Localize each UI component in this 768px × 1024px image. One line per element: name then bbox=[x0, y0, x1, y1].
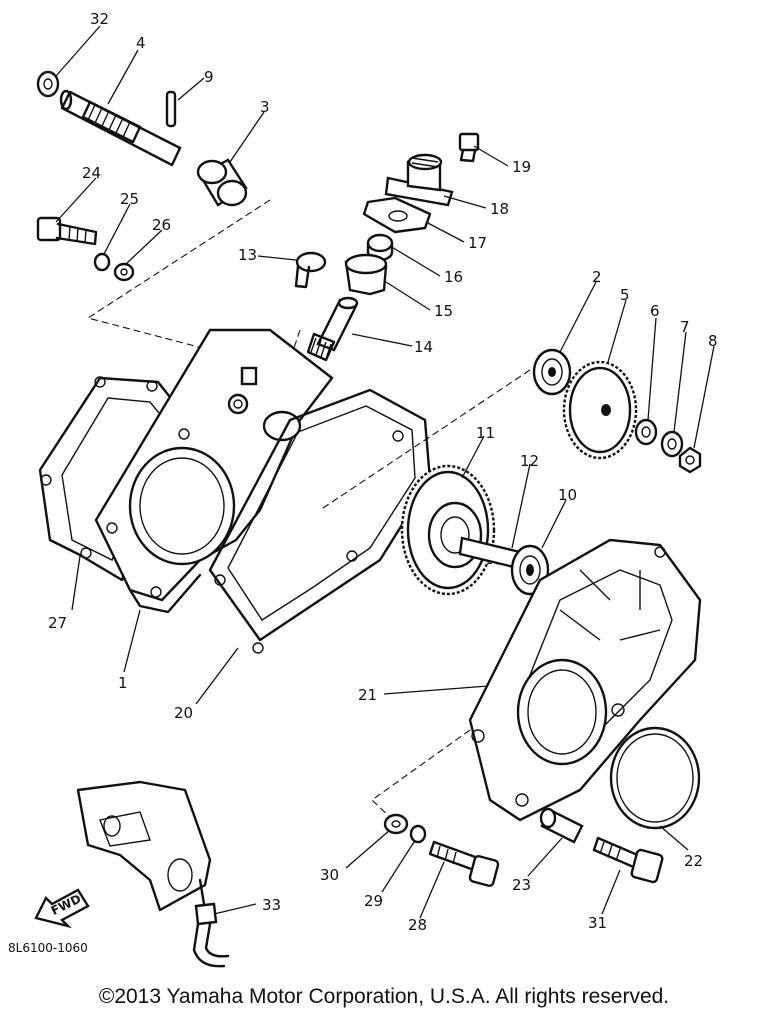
callout-30: 30 bbox=[320, 866, 339, 884]
pin-9 bbox=[165, 90, 177, 128]
washer-32 bbox=[36, 70, 60, 98]
callout-3: 3 bbox=[260, 98, 270, 116]
bolt-28 bbox=[428, 840, 500, 887]
washer-6 bbox=[634, 418, 658, 446]
part-code: 8L6100-1060 bbox=[8, 941, 88, 955]
callout-15: 15 bbox=[434, 302, 453, 320]
lock-washer-29 bbox=[409, 824, 427, 844]
fwd-arrow-icon: FWD bbox=[34, 888, 90, 929]
callout-7: 7 bbox=[680, 318, 690, 336]
bolt-31 bbox=[592, 836, 664, 884]
washer-30 bbox=[383, 813, 409, 835]
bushing-15 bbox=[344, 253, 388, 296]
nut-8 bbox=[678, 446, 702, 474]
callout-labels: 32 4 9 3 24 25 26 13 19 18 17 16 15 14 2… bbox=[8, 10, 718, 955]
callout-17: 17 bbox=[468, 234, 487, 252]
callout-20: 20 bbox=[174, 704, 193, 722]
callout-18: 18 bbox=[490, 200, 509, 218]
gear-shaft-14 bbox=[306, 296, 359, 362]
callout-9: 9 bbox=[204, 68, 214, 86]
washer-7 bbox=[660, 430, 684, 458]
callout-8: 8 bbox=[708, 332, 718, 350]
callout-6: 6 bbox=[650, 302, 660, 320]
callout-31: 31 bbox=[588, 914, 607, 932]
callout-23: 23 bbox=[512, 876, 531, 894]
washer-26 bbox=[113, 262, 135, 282]
callout-5: 5 bbox=[620, 286, 630, 304]
callout-1: 1 bbox=[118, 674, 128, 692]
screw-13 bbox=[294, 251, 327, 289]
callout-25: 25 bbox=[120, 190, 139, 208]
callout-11: 11 bbox=[476, 424, 495, 442]
collar-3 bbox=[196, 158, 248, 207]
collar-23 bbox=[539, 807, 584, 844]
leader-lines bbox=[55, 25, 715, 919]
callout-26: 26 bbox=[152, 216, 171, 234]
housing-18 bbox=[384, 153, 454, 207]
gasket-17 bbox=[362, 196, 432, 234]
callout-32: 32 bbox=[90, 10, 109, 28]
callout-33: 33 bbox=[262, 896, 281, 914]
callout-21: 21 bbox=[358, 686, 377, 704]
callout-4: 4 bbox=[136, 34, 146, 52]
callout-27: 27 bbox=[48, 614, 67, 632]
callout-24: 24 bbox=[82, 164, 101, 182]
callout-12: 12 bbox=[520, 452, 539, 470]
callout-10: 10 bbox=[558, 486, 577, 504]
shaft-4 bbox=[59, 89, 182, 167]
copyright-notice: ©2013 Yamaha Motor Corporation, U.S.A. A… bbox=[98, 985, 670, 1008]
sprocket-5 bbox=[562, 360, 638, 460]
callout-28: 28 bbox=[408, 916, 427, 934]
callout-22: 22 bbox=[684, 852, 703, 870]
callout-19: 19 bbox=[512, 158, 531, 176]
fitting-33 bbox=[192, 902, 230, 968]
gear-case-1 bbox=[94, 328, 334, 614]
callout-13: 13 bbox=[238, 246, 257, 264]
callout-16: 16 bbox=[444, 268, 463, 286]
callout-14: 14 bbox=[414, 338, 433, 356]
bearing-2 bbox=[532, 348, 572, 396]
bolt-24 bbox=[36, 216, 98, 246]
callout-2: 2 bbox=[592, 268, 602, 286]
bolt-19 bbox=[458, 132, 480, 163]
lock-washer-25 bbox=[93, 252, 111, 272]
callout-29: 29 bbox=[364, 892, 383, 910]
driven-gear-11 bbox=[400, 464, 496, 596]
cover-21 bbox=[468, 538, 702, 822]
o-ring-22 bbox=[609, 726, 701, 830]
inset-assembly bbox=[76, 780, 212, 912]
